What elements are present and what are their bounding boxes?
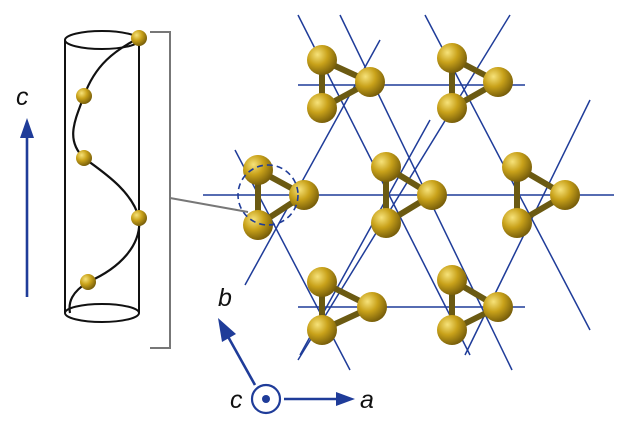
highlighted-trimer-circle xyxy=(237,164,299,226)
sulfur-atom-icon xyxy=(437,265,467,295)
c-axis-arrowhead xyxy=(20,118,34,138)
connector-line xyxy=(169,197,249,213)
sulfur-atom-icon xyxy=(437,93,467,123)
sulfur-atom-icon xyxy=(502,152,532,182)
sulfur-atom-icon xyxy=(131,30,147,46)
trimer-bonds xyxy=(255,167,307,228)
cylinder-bottom-front xyxy=(64,312,140,323)
sulfur-atom-icon xyxy=(76,88,92,104)
sulfur-atom-icon xyxy=(483,292,513,322)
sulfur-atom-icon xyxy=(371,208,401,238)
helix-atoms xyxy=(76,30,147,290)
sulfur-atom-icon xyxy=(357,292,387,322)
c-out-of-plane-label: c xyxy=(230,386,243,414)
sulfur-atom-icon xyxy=(371,152,401,182)
atom-trimers xyxy=(243,43,580,345)
trimer-1 xyxy=(307,45,385,123)
trimer-bonds xyxy=(449,277,501,333)
sulfur-atom-icon xyxy=(289,180,319,210)
cylinder-bottom-back xyxy=(64,303,140,314)
trimer-2 xyxy=(437,43,513,123)
bracket-connector xyxy=(150,31,249,349)
unit-cell-cylinder-icon xyxy=(64,30,140,323)
sulfur-atom-icon xyxy=(417,180,447,210)
sulfur-atom-icon xyxy=(307,45,337,75)
a-axis-label: a xyxy=(360,386,374,414)
c-axis-arrow: c xyxy=(16,83,34,297)
sulfur-atom-icon xyxy=(243,210,273,240)
trimer-bonds xyxy=(319,57,373,111)
sulfur-atom-icon xyxy=(437,315,467,345)
sulfur-atom-icon xyxy=(437,43,467,73)
sulfur-atom-icon xyxy=(307,315,337,345)
trimer-7 xyxy=(437,265,513,345)
sulfur-atom-icon xyxy=(550,180,580,210)
helix-chain-icon xyxy=(68,37,141,314)
sulfur-atom-icon xyxy=(307,93,337,123)
sulfur-atom-icon xyxy=(80,274,96,290)
sulfur-atom-icon xyxy=(131,210,147,226)
sulfur-atom-icon xyxy=(307,267,337,297)
sulfur-atom-icon xyxy=(243,155,273,185)
b-axis-shaft xyxy=(224,332,257,386)
in-plane-axes: b a c xyxy=(218,284,374,415)
sulfur-atom-icon xyxy=(355,67,385,97)
trimer-bonds xyxy=(383,164,435,226)
out-of-plane-dot-center xyxy=(262,395,270,403)
c-axis-label: c xyxy=(16,83,29,111)
sulfur-atom-icon xyxy=(76,150,92,166)
trimer-bonds xyxy=(319,279,375,333)
helix-cylinder xyxy=(64,30,147,323)
trimer-bonds xyxy=(449,55,501,111)
a-axis-arrowhead xyxy=(336,392,355,406)
b-axis-label: b xyxy=(218,284,232,312)
cylinder-top xyxy=(64,30,140,50)
trimer-bonds xyxy=(514,164,568,226)
trimer-4 xyxy=(371,152,447,238)
sulfur-atom-icon xyxy=(502,208,532,238)
bracket xyxy=(150,31,171,349)
trimer-6 xyxy=(307,267,387,345)
trimer-5 xyxy=(502,152,580,238)
b-axis-arrowhead xyxy=(218,318,236,342)
sulfur-atom-icon xyxy=(483,67,513,97)
